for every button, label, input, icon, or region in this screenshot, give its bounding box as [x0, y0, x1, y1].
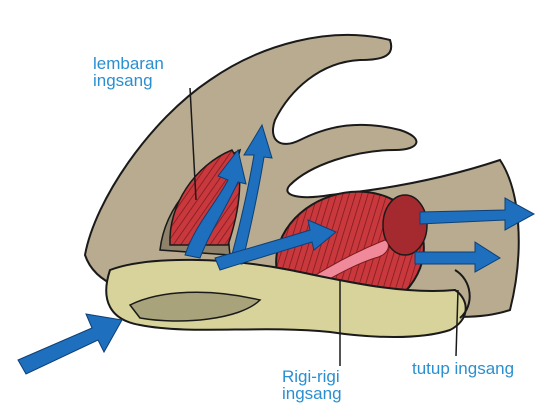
gill-filament-label: lembaran ingsang: [93, 55, 164, 89]
gill-filament-label-line2: ingsang: [93, 72, 164, 89]
gill-right-lobe: [383, 195, 427, 255]
gill-raker-label-line2: ingsang: [282, 385, 342, 402]
gill-raker-label-line1: Rigi-rigi: [282, 368, 342, 385]
gill-filament-label-line1: lembaran: [93, 55, 164, 72]
water-in-arrow: [18, 314, 122, 374]
operculum-label: tutup ingsang: [412, 360, 514, 377]
gill-raker-label: Rigi-rigi ingsang: [282, 368, 342, 402]
